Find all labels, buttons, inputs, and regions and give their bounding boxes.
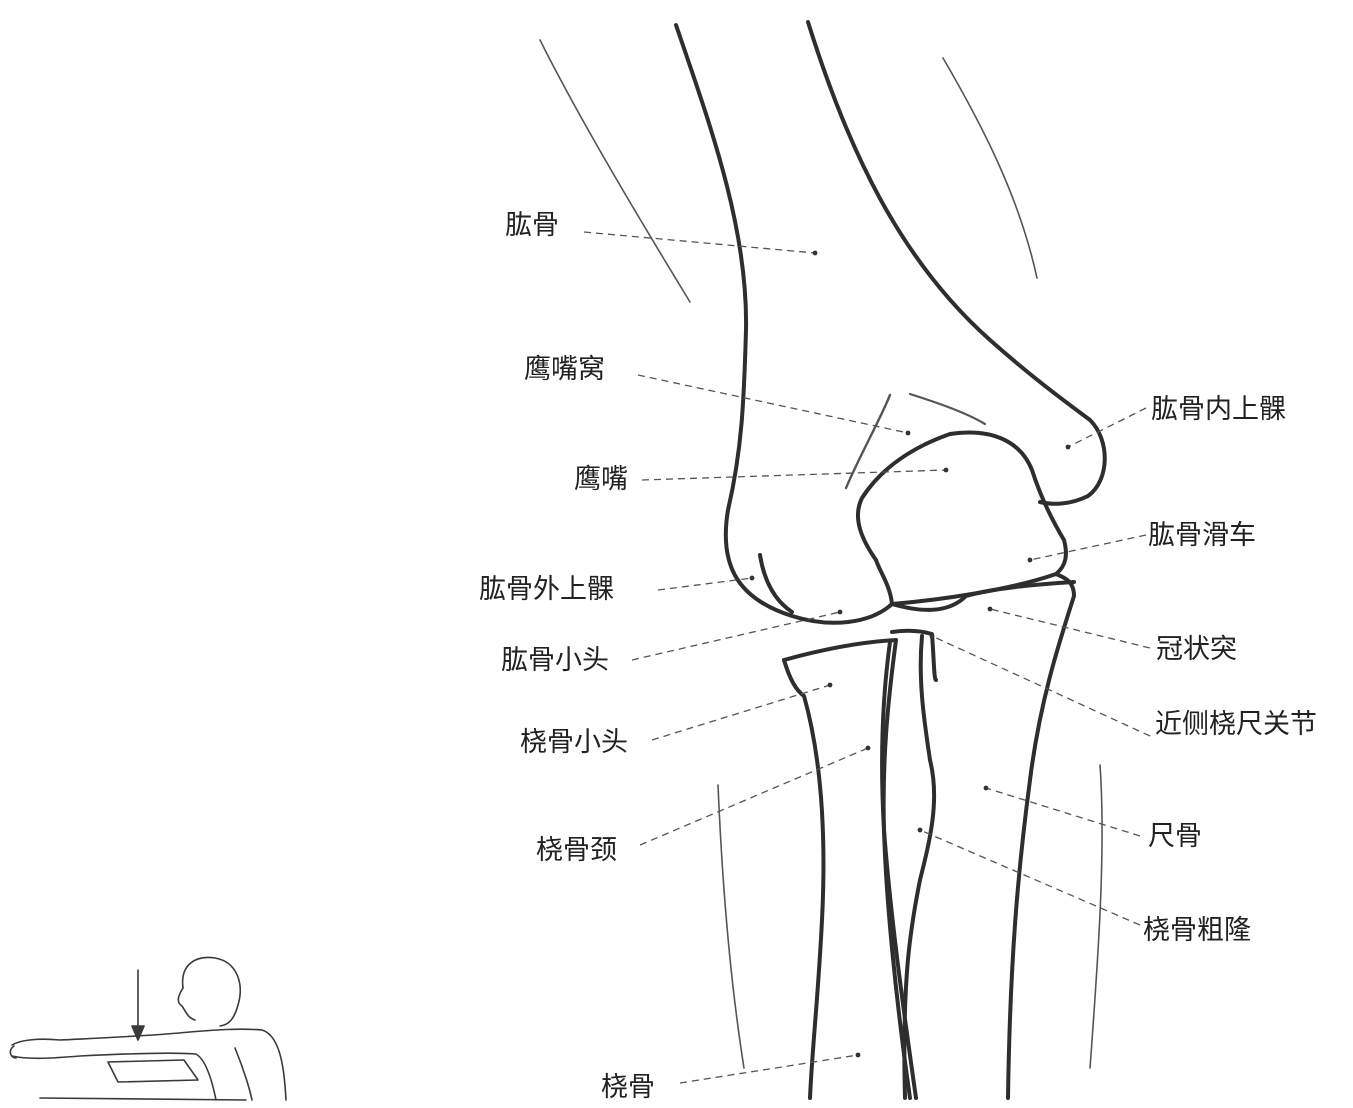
radius-outline xyxy=(784,640,916,1098)
label-radius: 桡骨 xyxy=(601,1074,655,1101)
label-olecranon: 鹰嘴 xyxy=(574,466,628,493)
label-radial-neck: 桡骨颈 xyxy=(536,837,617,864)
label-olecranon-fossa: 鹰嘴窝 xyxy=(524,356,605,383)
label-proximal-radioulnar-joint: 近侧桡尺关节 xyxy=(1155,711,1317,738)
label-coronoid-process: 冠状突 xyxy=(1156,636,1237,663)
humerus-outline xyxy=(676,22,1105,623)
label-medial-epicondyle: 肱骨内上髁 xyxy=(1151,396,1286,423)
leader-lines xyxy=(584,232,1150,1083)
label-capitulum: 肱骨小头 xyxy=(501,647,609,674)
label-humerus: 肱骨 xyxy=(505,212,559,239)
patient-position-illustration xyxy=(10,957,286,1100)
ulna-outline xyxy=(858,433,1074,1099)
cassette-plate xyxy=(108,1060,198,1082)
label-radial-tuberosity: 桡骨粗隆 xyxy=(1143,917,1251,944)
label-lateral-epicondyle: 肱骨外上髁 xyxy=(479,576,614,603)
label-ulna: 尺骨 xyxy=(1148,823,1202,850)
label-radial-head: 桡骨小头 xyxy=(520,729,628,756)
label-trochlea: 肱骨滑车 xyxy=(1148,522,1256,549)
